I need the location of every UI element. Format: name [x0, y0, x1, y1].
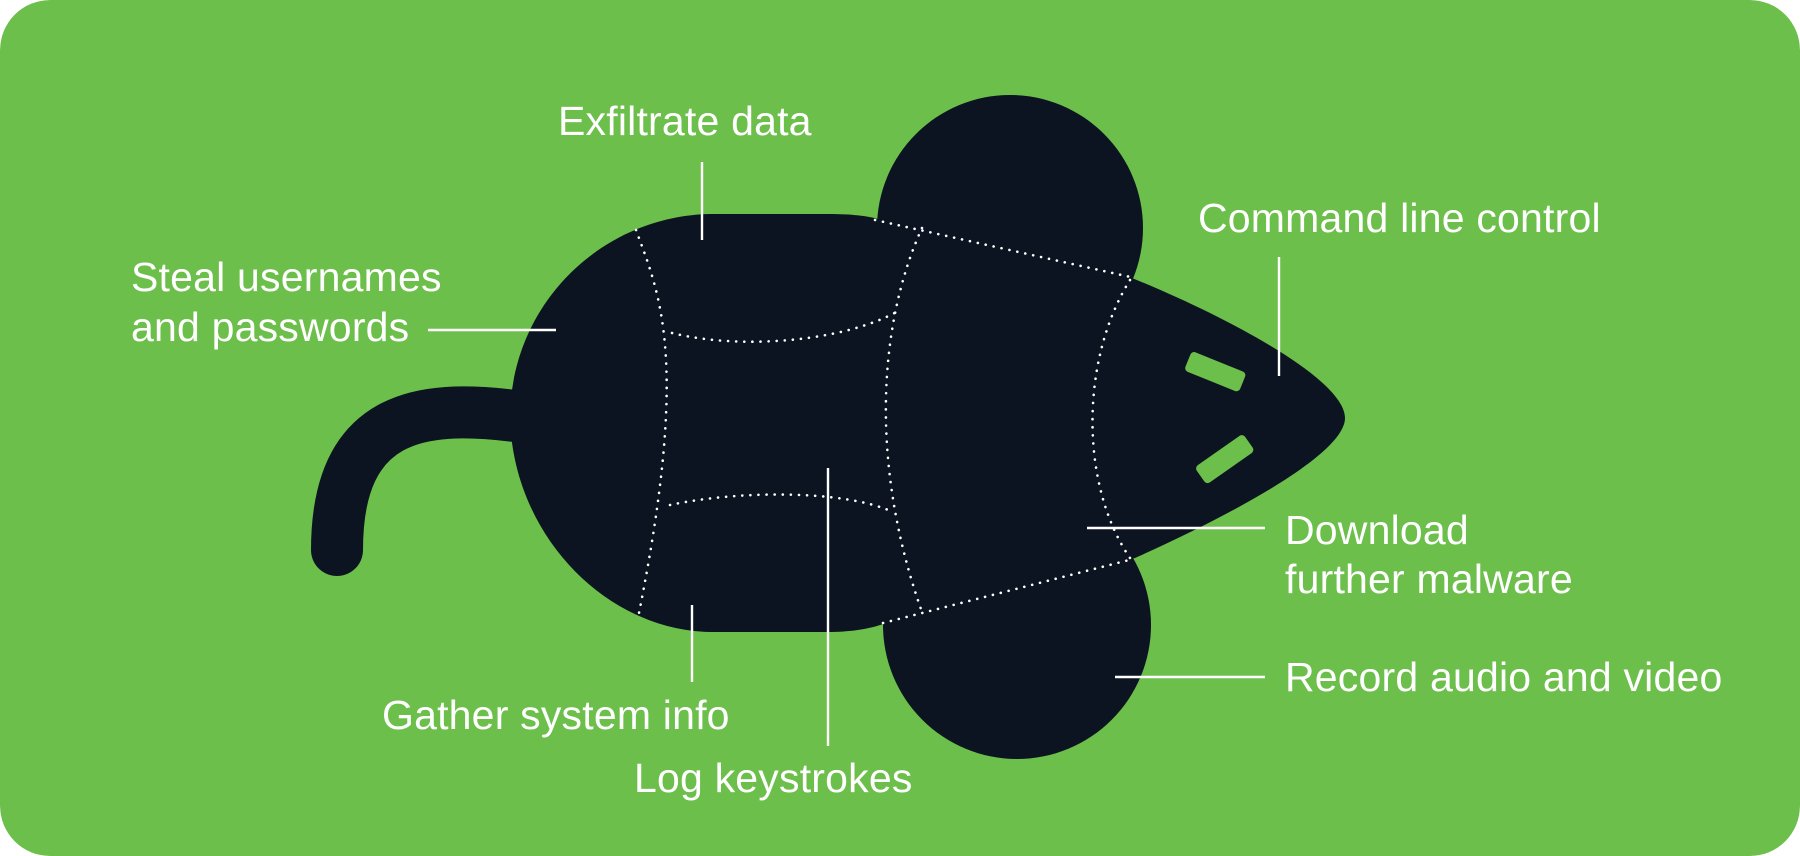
mouse-tail	[311, 386, 541, 576]
label-gather-system-info: Gather system info	[382, 692, 730, 738]
label-download-malware-line2: further malware	[1285, 556, 1573, 602]
label-log-keystrokes: Log keystrokes	[634, 755, 913, 801]
label-exfiltrate-data: Exfiltrate data	[558, 98, 812, 144]
label-steal-credentials-line2: and passwords	[131, 304, 410, 350]
label-download-malware-line1: Download	[1285, 507, 1469, 553]
dotted-seams	[634, 218, 1137, 625]
label-steal-credentials-line1: Steal usernames	[131, 254, 442, 300]
seam-ear-bottom	[881, 557, 1135, 625]
mouse-eye-lower	[1196, 435, 1254, 484]
mouse-illustration	[311, 95, 1345, 759]
seam-bottom-arc	[668, 493, 895, 514]
seam-left	[634, 228, 668, 620]
label-record-audio-video: Record audio and video	[1285, 654, 1723, 700]
leader-lines	[428, 162, 1281, 746]
label-command-line-control: Command line control	[1198, 195, 1601, 241]
mouse-eye-upper	[1185, 352, 1246, 392]
